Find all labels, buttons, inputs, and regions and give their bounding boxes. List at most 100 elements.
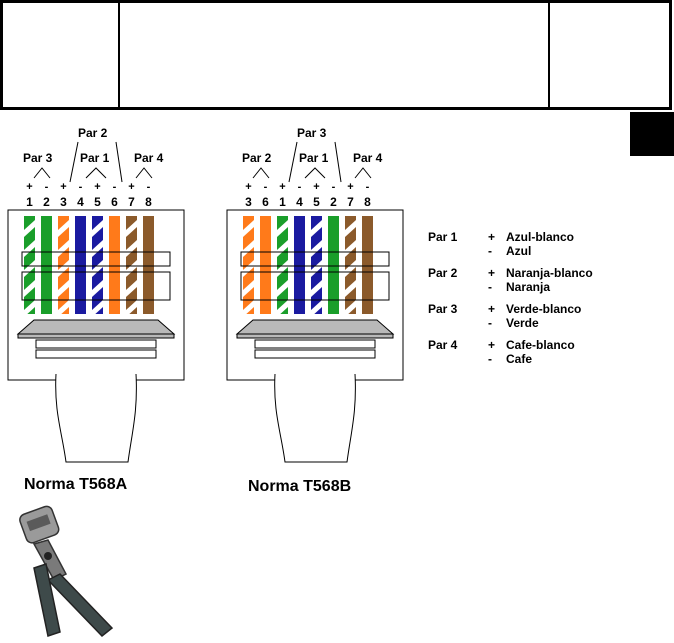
pair-label: Par 2 — [242, 151, 272, 165]
polarity-sign: + — [26, 181, 32, 193]
wire-brown — [143, 216, 154, 314]
wire-stripe — [126, 300, 137, 317]
pair-legend: Par 1 + Azul-blanco - Azul Par 2 + Naran… — [428, 228, 628, 372]
pin-number: 1 — [279, 195, 286, 209]
legend-group: Par 1 + Azul-blanco - Azul — [428, 228, 628, 264]
pin-number: 7 — [347, 195, 354, 209]
pin-number: 8 — [145, 195, 152, 209]
pin-number: 8 — [364, 195, 371, 209]
wire-stripe — [277, 220, 288, 237]
wire-green — [328, 216, 339, 314]
legend-plus-color: Naranja-blanco — [506, 266, 593, 280]
black-tab — [630, 112, 674, 156]
wire-stripe — [277, 300, 288, 317]
polarity-sign: - — [147, 181, 151, 193]
wire-blue — [75, 216, 86, 314]
polarity-sign: + — [128, 181, 134, 193]
legend-group: Par 4 + Cafe-blanco - Cafe — [428, 336, 628, 372]
wire-stripe — [277, 240, 288, 257]
polarity-sign: + — [279, 181, 285, 193]
wire-stripe — [311, 240, 322, 257]
pin-number: 2 — [330, 195, 337, 209]
pin-number: 5 — [313, 195, 320, 209]
wire-stripe — [92, 260, 103, 277]
legend-pair: Par 3 — [428, 302, 458, 316]
polarity-sign: - — [366, 181, 370, 193]
wire-stripe — [243, 300, 254, 317]
wire-stripe — [58, 280, 69, 297]
polarity-sign: - — [113, 181, 117, 193]
wire-orange — [260, 216, 271, 314]
pair-label: Par 2 — [78, 126, 108, 140]
pin-number: 4 — [296, 195, 303, 209]
pin-number: 6 — [262, 195, 269, 209]
wire-stripe — [345, 260, 356, 277]
wire-stripe — [243, 260, 254, 277]
polarity-sign: - — [264, 181, 268, 193]
wire-stripe — [311, 260, 322, 277]
pair-label: Par 4 — [134, 151, 164, 165]
polarity-sign: + — [313, 181, 319, 193]
pin-number: 3 — [245, 195, 252, 209]
pin-number: 4 — [77, 195, 84, 209]
polarity-sign: + — [94, 181, 100, 193]
polarity-sign: + — [347, 181, 353, 193]
legend-minus-color: Verde — [506, 316, 539, 330]
wire-stripe — [311, 280, 322, 297]
pair-label: Par 1 — [299, 151, 329, 165]
wire-stripe — [24, 260, 35, 277]
legend-pair: Par 2 — [428, 266, 458, 280]
pin-number: 2 — [43, 195, 50, 209]
pair-label: Par 1 — [80, 151, 110, 165]
wire-stripe — [92, 220, 103, 237]
wire-blue — [294, 216, 305, 314]
legend-minus: - — [488, 280, 492, 294]
pair-label: Par 3 — [297, 126, 327, 140]
legend-plus: + — [488, 266, 496, 280]
wire-stripe — [243, 220, 254, 237]
wire-green — [41, 216, 52, 314]
polarity-sign: - — [45, 181, 49, 193]
wire-stripe — [277, 280, 288, 297]
legend-plus: + — [488, 338, 496, 352]
wire-stripe — [92, 240, 103, 257]
polarity-sign: - — [298, 181, 302, 193]
legend-pair: Par 1 — [428, 230, 458, 244]
wire-stripe — [243, 280, 254, 297]
legend-plus: + — [488, 230, 496, 244]
pin-number: 1 — [26, 195, 33, 209]
wire-stripe — [345, 300, 356, 317]
wire-stripe — [58, 260, 69, 277]
wire-stripe — [92, 280, 103, 297]
legend-minus-color: Cafe — [506, 352, 533, 366]
pair-label: Par 3 — [23, 151, 53, 165]
wire-stripe — [92, 300, 103, 317]
wire-stripe — [277, 260, 288, 277]
wire-stripe — [126, 260, 137, 277]
pin-number: 5 — [94, 195, 101, 209]
crimping-tool-icon — [19, 505, 114, 638]
legend-plus-color: Azul-blanco — [506, 230, 574, 244]
wire-stripe — [243, 240, 254, 257]
wire-stripe — [126, 240, 137, 257]
polarity-sign: - — [332, 181, 336, 193]
legend-minus: - — [488, 352, 492, 366]
legend-minus: - — [488, 316, 492, 330]
legend-pair: Par 4 — [428, 338, 458, 352]
wire-stripe — [24, 280, 35, 297]
wire-stripe — [126, 220, 137, 237]
wire-stripe — [345, 240, 356, 257]
pair-label: Par 4 — [353, 151, 383, 165]
legend-group: Par 2 + Naranja-blanco - Naranja — [428, 264, 628, 300]
wire-brown — [362, 216, 373, 314]
polarity-sign: - — [79, 181, 83, 193]
polarity-sign: + — [245, 181, 251, 193]
wire-stripe — [24, 240, 35, 257]
wire-stripe — [345, 280, 356, 297]
standard-label-t568b: Norma T568B — [248, 478, 352, 495]
pin-number: 6 — [111, 195, 118, 209]
pin-number: 3 — [60, 195, 67, 209]
wire-stripe — [58, 240, 69, 257]
